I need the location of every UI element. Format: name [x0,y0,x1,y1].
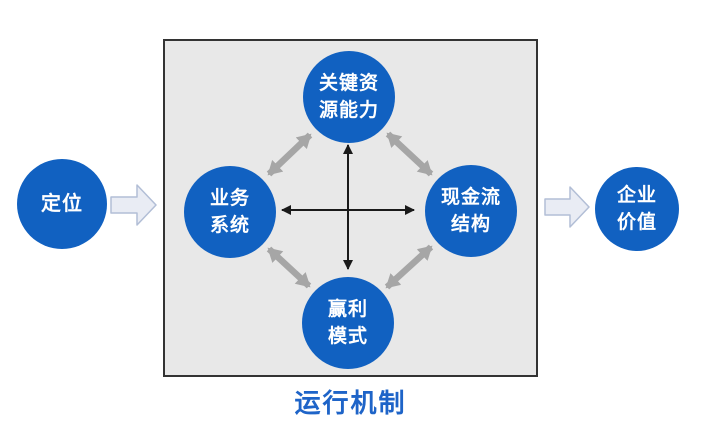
node-business-system-label-line2: 系统 [209,215,250,236]
node-enterprise-value-label-line2: 价值 [616,212,657,233]
node-enterprise-value-label-line1: 企业 [616,185,657,206]
node-cashflow-structure-label-line1: 现金流 [440,187,501,208]
node-key-resources-label-line2: 源能力 [318,100,379,121]
flow-arrow-right-icon [544,186,590,228]
node-positioning: 定位 [17,159,107,249]
gray-double-arrow-right-bottom-icon [384,244,434,290]
node-business-system-label-line1: 业务 [209,188,250,209]
flow-arrow-left-icon [110,184,157,226]
diagram-caption: 运行机制 [294,388,407,418]
gray-double-arrow-top-right-icon [385,131,434,177]
node-enterprise-value: 企业 价值 [595,167,679,251]
node-business-system: 业务 系统 [184,166,276,258]
node-key-resources: 关键资 源能力 [303,51,395,143]
node-profit-model-label-line1: 赢利 [327,299,368,320]
node-cashflow-structure-label-line2: 结构 [450,214,491,235]
node-profit-model: 赢利 模式 [302,277,394,369]
mechanism-box: 关键资 源能力 业务 系统 现金流 结构 赢利 模式 [163,39,538,377]
gray-double-arrow-left-bottom-icon [266,246,312,289]
node-cashflow-structure: 现金流 结构 [425,165,517,257]
gray-double-arrow-left-top-icon [266,132,313,177]
node-positioning-label: 定位 [41,193,83,215]
node-profit-model-label-line2: 模式 [327,326,368,347]
node-key-resources-label-line1: 关键资 [318,73,379,94]
connector-arrows [266,131,434,290]
